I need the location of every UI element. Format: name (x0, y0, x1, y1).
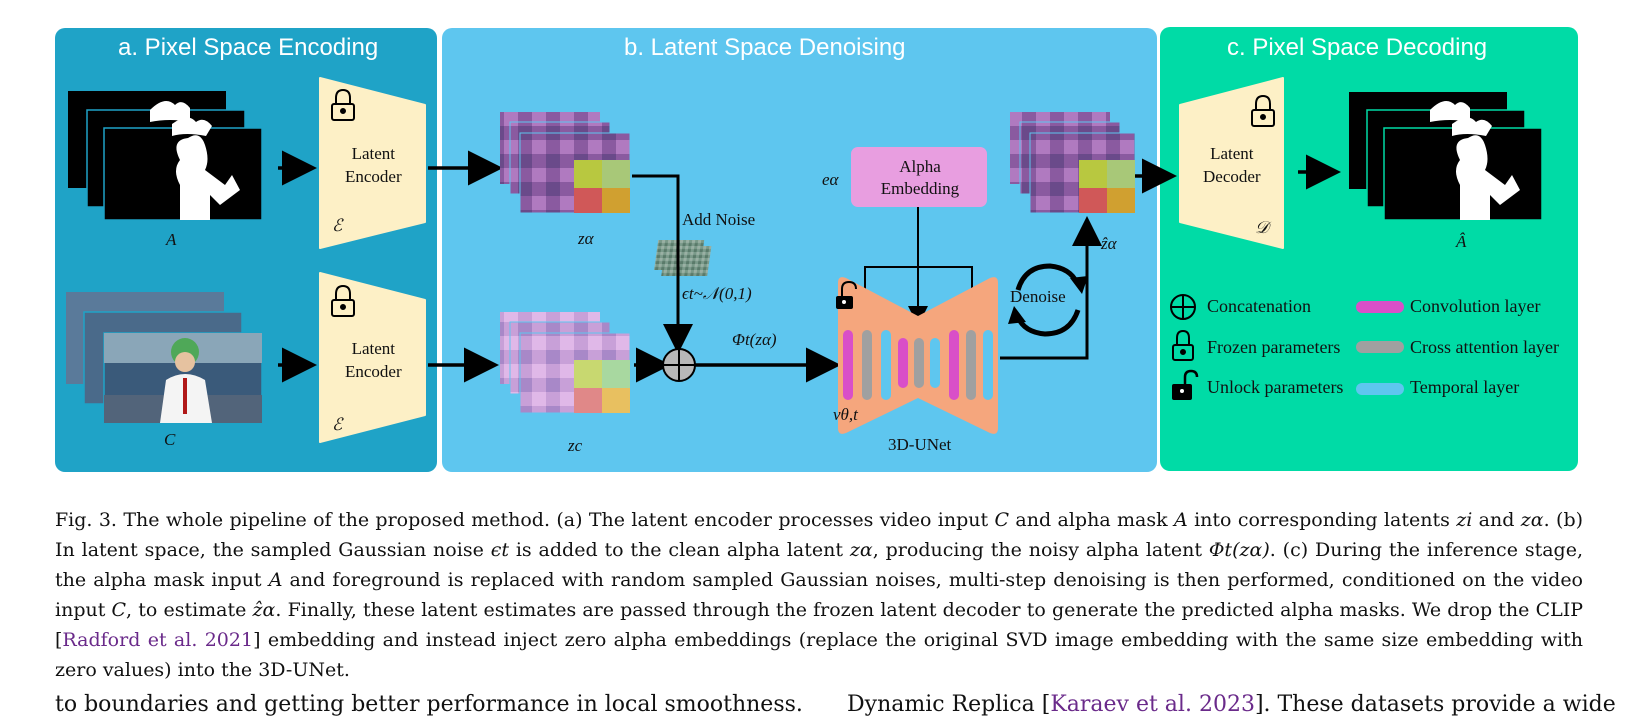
legend-cross-attention: Cross attention layer (1410, 337, 1559, 357)
figure-caption: Fig. 3. The whole pipeline of the propos… (55, 505, 1583, 685)
legend-lock-icon (1172, 329, 1194, 361)
caption-math: C (994, 509, 1010, 531)
panel-a-title: a. Pixel Space Encoding (118, 34, 379, 61)
legend-concatenation-icon (1170, 294, 1196, 320)
latent-encoder-bottom-label: Latent Encoder (345, 339, 402, 381)
video-frame-stack (66, 292, 263, 424)
panel-b-title: b. Latent Space Denoising (624, 34, 906, 61)
latent-decoder (1179, 77, 1284, 249)
caption-math: Φt(zα) (1208, 539, 1270, 561)
latent-z-alpha-stack (500, 112, 631, 214)
legend-frozen: Frozen parameters (1207, 337, 1341, 357)
lock-icon (331, 284, 355, 317)
caption-math: A (1174, 509, 1188, 531)
caption-text: . Finally, these latent estimates are pa… (55, 599, 1584, 651)
caption-text: is added to the clean alpha latent (508, 539, 850, 561)
predicted-alpha-mask-stack (1349, 92, 1543, 221)
legend-unlock-icon (1172, 369, 1199, 400)
alpha-mask-stack (68, 91, 263, 221)
legend-cross-attention-swatch (1356, 341, 1404, 353)
latent-decoder-label: Latent Decoder (1203, 144, 1261, 186)
caption-text: into corresponding latents (1187, 509, 1457, 531)
label-alpha-mask: A (166, 230, 177, 249)
legend-temporal: Temporal layer (1410, 377, 1520, 397)
unet-label: 3D-UNet (888, 435, 952, 454)
decoder-symbol: 𝒟 (1255, 218, 1269, 237)
encoder-symbol: ℰ (332, 216, 343, 235)
caption-math: zi (1456, 509, 1473, 531)
denoise-cycle-icon (1015, 263, 1081, 337)
phi-label: Φt(zα) (732, 330, 777, 349)
panel-c-title: c. Pixel Space Decoding (1227, 34, 1488, 61)
caption-text: , to estimate (126, 599, 253, 621)
caption-math: ẑα (252, 599, 276, 621)
add-noise-label: Add Noise (682, 210, 756, 229)
lock-icon (331, 88, 355, 121)
lock-icon (1251, 94, 1275, 127)
citation-link[interactable]: Karaev et al. 2023 (1050, 692, 1255, 717)
label-predicted-alpha: Â (1456, 232, 1467, 251)
unet-symbol: vθ,t (833, 405, 858, 424)
body-text: ]. These datasets provide a wide (1254, 692, 1616, 717)
label-video: C (164, 430, 176, 449)
body-text-left: to boundaries and getting better perform… (55, 692, 803, 717)
legend-temporal-swatch (1356, 383, 1404, 395)
legend-concatenation: Concatenation (1207, 296, 1311, 316)
caption-text: and alpha mask (1009, 509, 1174, 531)
legend-convolution-swatch (1356, 301, 1404, 313)
caption-text: and (1472, 509, 1521, 531)
citation-link[interactable]: Radford et al. 2021 (62, 629, 254, 651)
concatenation-icon (662, 348, 696, 382)
caption-text: Fig. 3. The whole pipeline of the propos… (55, 509, 995, 531)
encoder-symbol: ℰ (332, 415, 343, 434)
caption-text: . (c) During the inference stage, the al… (55, 539, 1583, 591)
denoise-label: Denoise (1010, 287, 1066, 306)
latent-encoder-top-label: Latent Encoder (345, 144, 402, 186)
caption-text: ] embedding and instead inject zero alph… (55, 629, 1583, 681)
caption-math: A (268, 569, 283, 591)
latent-z-c-stack (500, 312, 631, 414)
noise-formula: ϵt~𝒩(0,1) (682, 284, 752, 303)
label-z-hat-alpha: ẑα (1101, 234, 1117, 253)
caption-math: ϵt (490, 539, 509, 561)
label-z-c: zc (568, 436, 583, 455)
body-text: Dynamic Replica [ (847, 692, 1051, 717)
label-z-alpha: zα (578, 229, 594, 248)
noise-patch (654, 240, 712, 276)
legend-convolution: Convolution layer (1410, 296, 1541, 316)
caption-text: . (b) In latent space, the sampled Gauss… (55, 509, 1584, 561)
unet-layers (843, 330, 993, 400)
caption-text: and foreground is replaced with random s… (55, 569, 1583, 621)
caption-math: zα (1520, 509, 1544, 531)
e-alpha-label: eα (822, 170, 839, 189)
body-text-right: Dynamic Replica [Karaev et al. 2023]. Th… (847, 692, 1616, 717)
unlock-icon (836, 280, 857, 309)
pipeline-diagram (66, 77, 1543, 443)
alpha-embedding-box (851, 147, 987, 207)
alpha-embedding-label: Alpha Embedding (880, 157, 960, 198)
caption-text: , producing the noisy alpha latent (872, 539, 1209, 561)
legend-unlock: Unlock parameters (1207, 377, 1344, 397)
caption-math: C (111, 599, 127, 621)
latent-z-hat-alpha-stack (1010, 112, 1136, 214)
caption-math: zα (849, 539, 873, 561)
